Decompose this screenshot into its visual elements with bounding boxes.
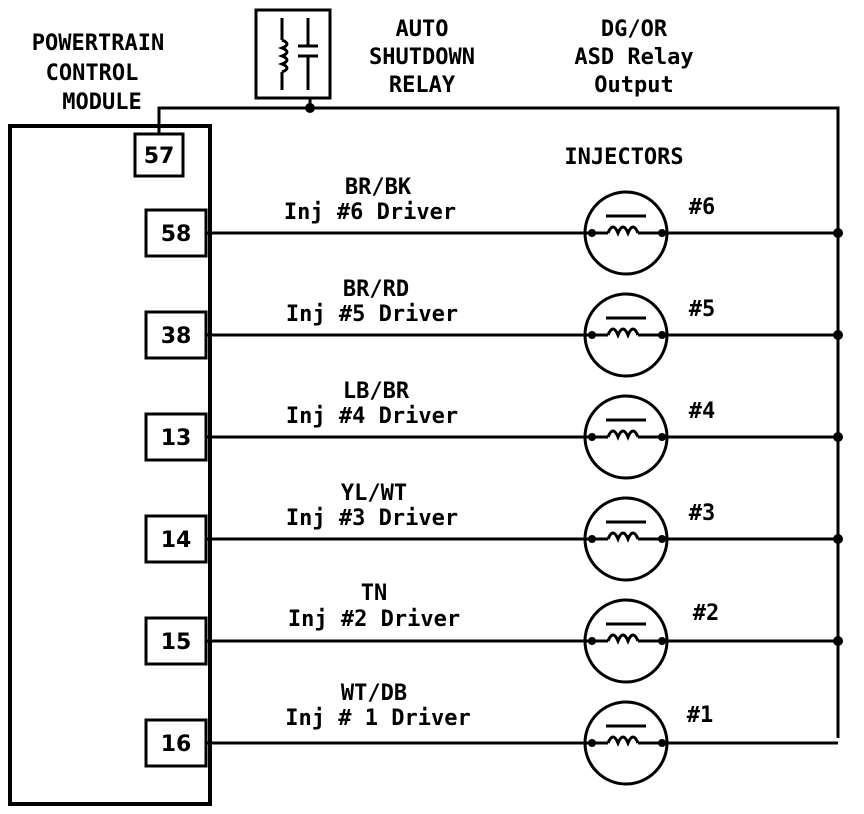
wire-color-label: BR/BK — [345, 175, 412, 200]
relay-title-line-1: AUTO — [396, 17, 449, 42]
injector-number: #5 — [689, 297, 716, 322]
relay-title-line-3: RELAY — [389, 73, 456, 98]
injector-number: #6 — [689, 195, 716, 220]
pin-label: 58 — [161, 222, 192, 247]
pin-label: 13 — [161, 426, 192, 451]
injector-4-symbol — [583, 394, 669, 480]
relay-title-line-2: SHUTDOWN — [369, 45, 475, 70]
injector-3-symbol — [583, 496, 669, 582]
wire-color-label: WT/DB — [341, 681, 407, 706]
driver-label: Inj #4 Driver — [286, 404, 458, 429]
pin-label: 38 — [161, 324, 192, 349]
relay-output-line-2: ASD Relay — [574, 45, 693, 70]
pin-label: 15 — [161, 630, 192, 655]
injector-number: #3 — [689, 501, 716, 526]
injector-circuit-1: 16 WT/DB Inj # 1 Driver #1 — [144, 681, 838, 786]
injector-number: #2 — [693, 601, 720, 626]
wire-color-label: YL/WT — [341, 481, 407, 506]
pin-57-label: 57 — [144, 144, 175, 169]
relay-output-line-3: Output — [594, 73, 673, 98]
pin-label: 14 — [161, 528, 192, 553]
injector-number: #4 — [689, 399, 716, 424]
driver-label: Inj #5 Driver — [286, 302, 458, 327]
injector-6-symbol — [583, 190, 669, 276]
auto-shutdown-relay-symbol — [254, 8, 332, 113]
powertrain-control-module-box — [8, 124, 212, 806]
injectors-heading: INJECTORS — [564, 145, 683, 170]
module-title-line-2: CONTROL — [46, 61, 139, 86]
wire-color-label: LB/BR — [343, 379, 410, 404]
module-title-line-1: POWERTRAIN — [32, 31, 164, 56]
wire-color-label: TN — [361, 581, 388, 606]
injector-circuit-6: 58 BR/BK Inj #6 Driver #6 — [144, 175, 843, 276]
splice-dot — [833, 636, 843, 646]
driver-label: Inj #3 Driver — [286, 506, 458, 531]
splice-dot — [833, 534, 843, 544]
pin-label: 16 — [161, 732, 192, 757]
injector-1-symbol — [583, 700, 669, 786]
splice-dot — [833, 432, 843, 442]
asd-relay-output-wire — [157, 106, 840, 738]
injector-circuit-2: 15 TN Inj #2 Driver #2 — [144, 581, 843, 684]
splice-dot — [833, 228, 843, 238]
splice-dot — [833, 330, 843, 340]
injector-2-symbol — [583, 598, 669, 684]
driver-label: Inj # 1 Driver — [285, 706, 470, 731]
injector-circuit-4: 13 LB/BR Inj #4 Driver #4 — [144, 379, 843, 480]
relay-output-line-1: DG/OR — [601, 17, 668, 42]
driver-label: Inj #2 Driver — [288, 607, 460, 632]
injector-circuit-3: 14 YL/WT Inj #3 Driver #3 — [144, 481, 843, 582]
injector-5-symbol — [583, 292, 669, 378]
wire-color-label: BR/RD — [343, 277, 409, 302]
module-title-line-3: MODULE — [62, 90, 141, 115]
injector-circuit-5: 38 BR/RD Inj #5 Driver #5 — [144, 277, 843, 378]
injector-number: #1 — [687, 703, 714, 728]
driver-label: Inj #6 Driver — [284, 200, 456, 225]
